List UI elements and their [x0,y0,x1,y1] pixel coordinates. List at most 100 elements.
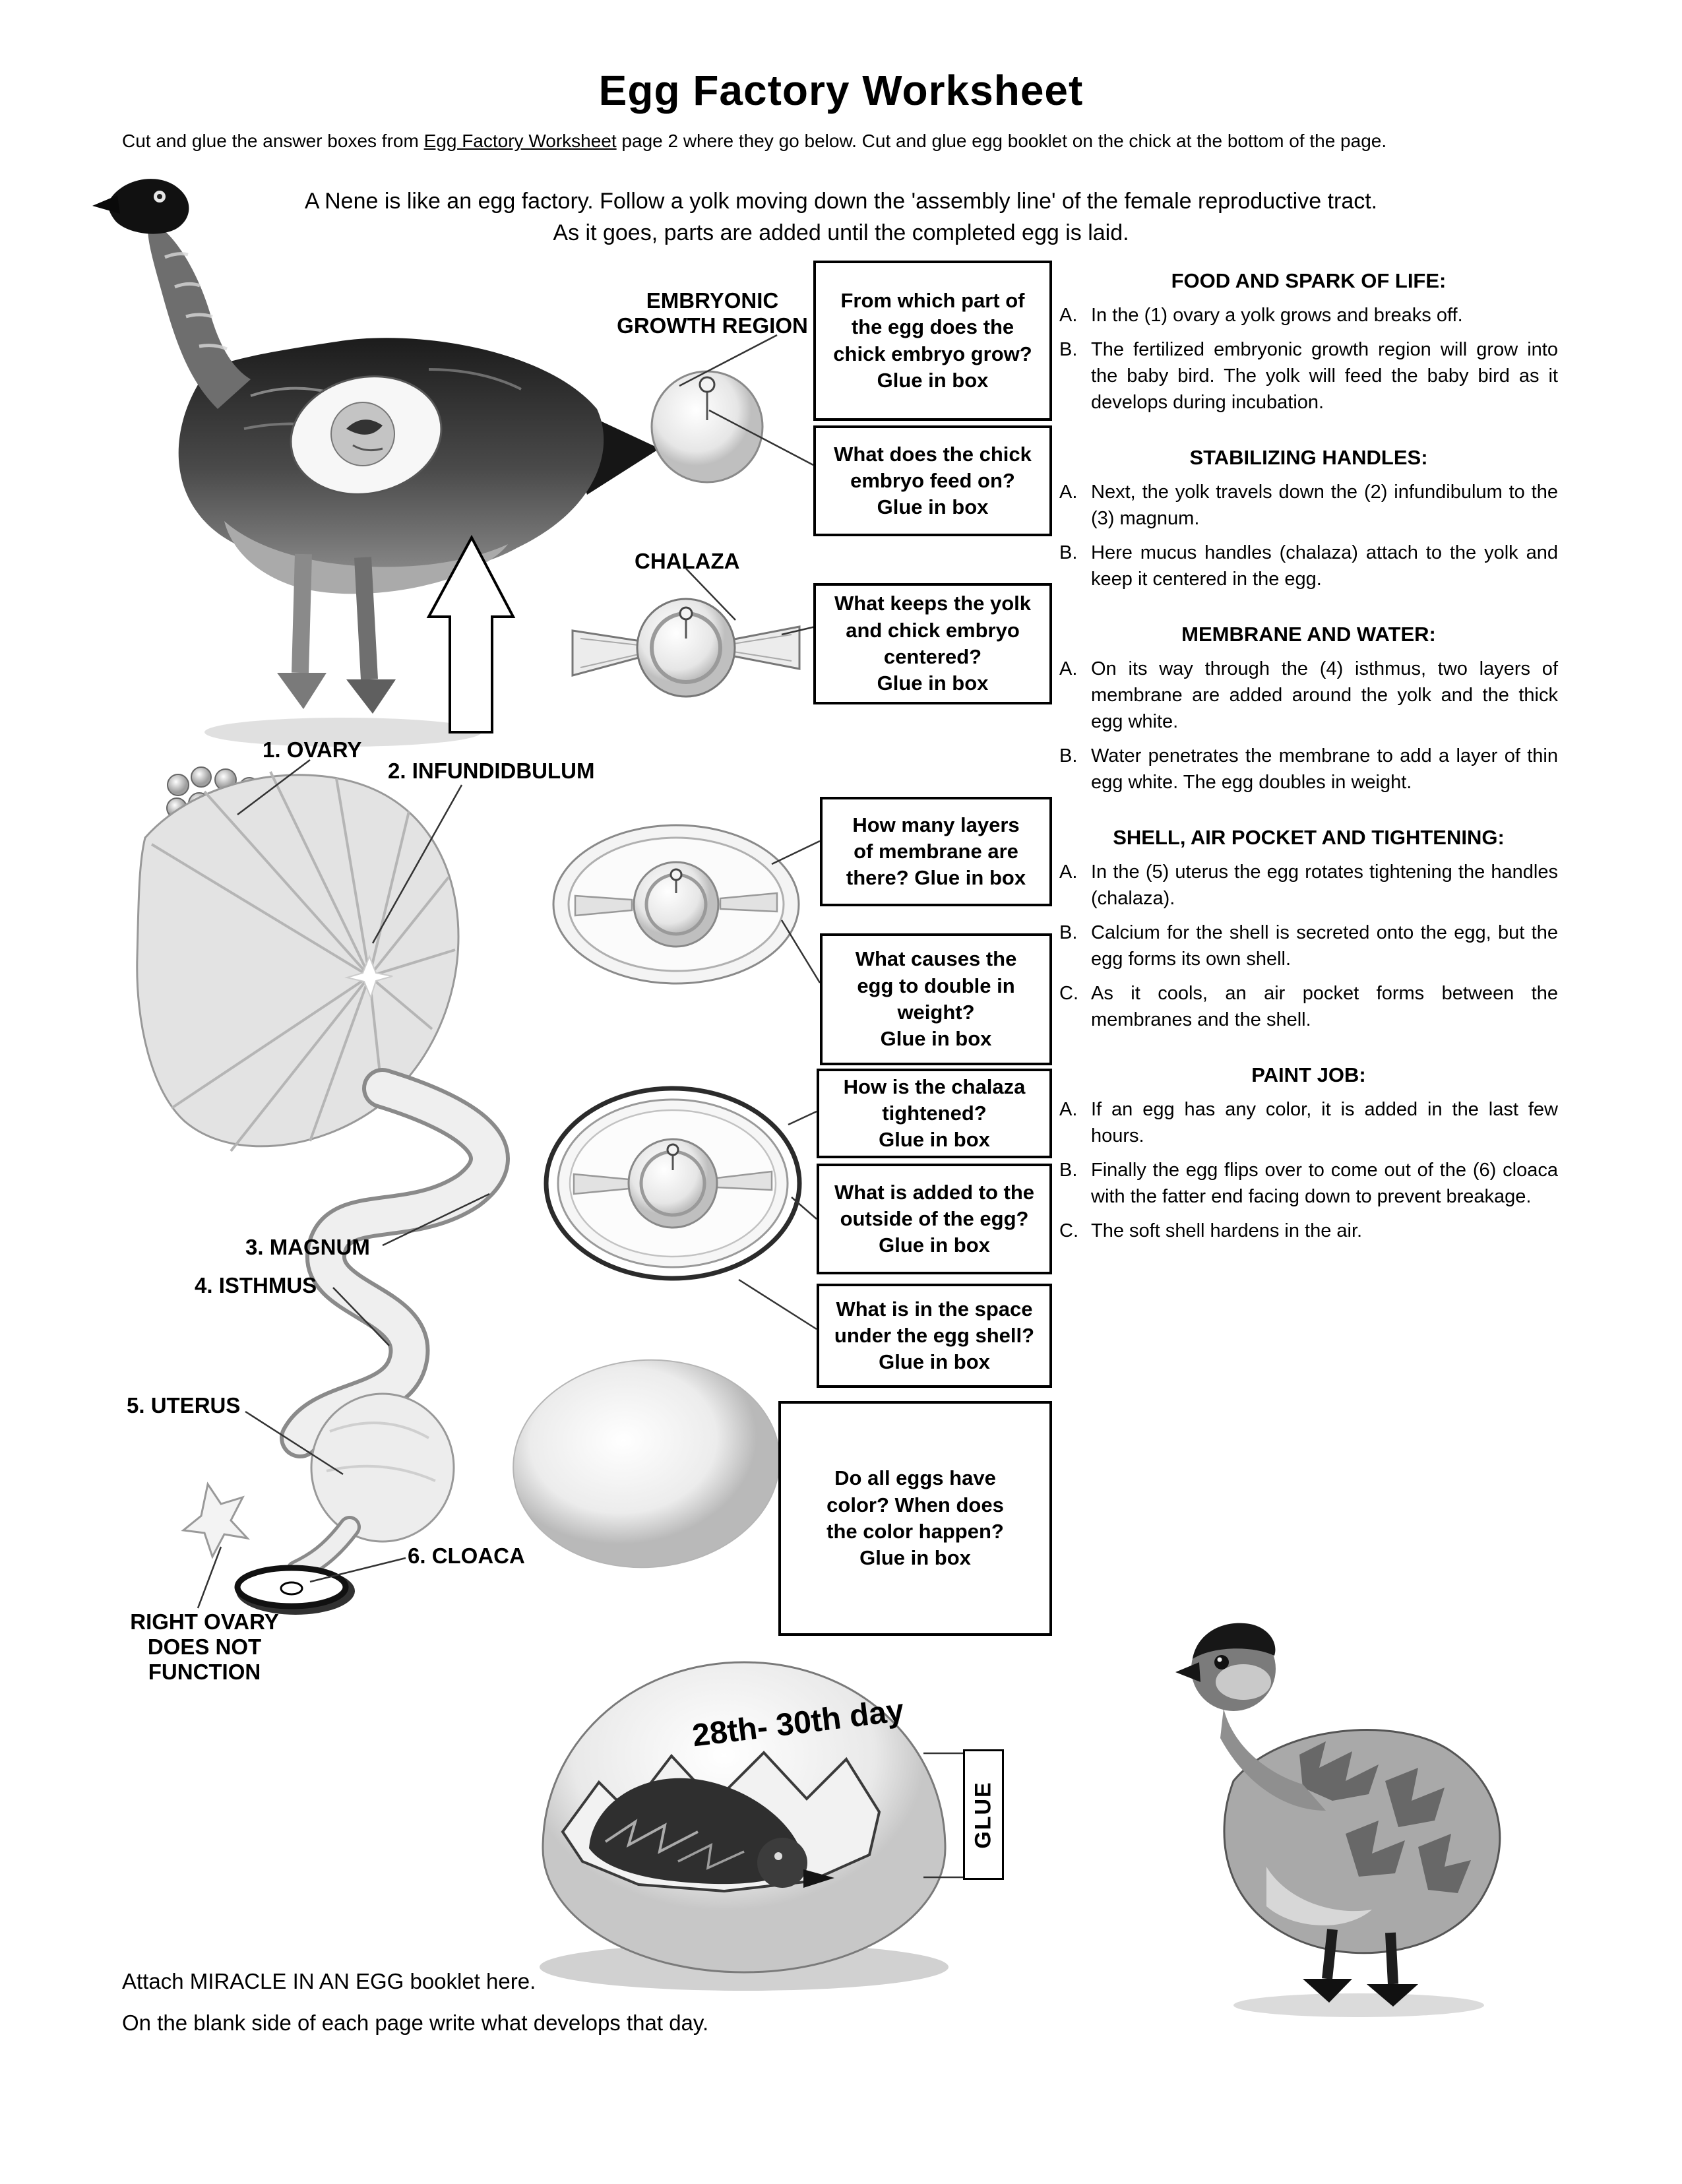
item-text: Calcium for the shell is secreted onto t… [1091,922,1558,970]
answer-box-text: What keeps the yolk and chick embryo cen… [834,592,1032,695]
section-food-and-spark: FOOD AND SPARK OF LIFE: A. In the (1) ov… [1059,269,1558,416]
cloaca-opening [280,1581,303,1596]
membrane-stage-illustration [552,824,800,985]
gosling-feather-mottling [1299,1741,1471,1893]
goose-shadow [204,718,482,747]
page-title: Egg Factory Worksheet [598,67,1084,114]
item-text: Finally the egg flips over to come out o… [1091,1160,1558,1208]
section-item: B. Finally the egg flips over to come ou… [1059,1157,1558,1210]
internal-embryo [346,420,383,435]
yolk-stage-illustration [650,370,764,484]
gosling-eye-highlight [1217,1657,1222,1662]
gosling-foot-left [1303,1979,1352,2003]
item-text: Next, the yolk travels down the (2) infu… [1091,482,1558,530]
item-text: In the (5) uterus the egg rotates tighte… [1091,861,1558,910]
up-arrow [426,534,516,733]
section-item: C. As it cools, an air pocket forms betw… [1059,980,1558,1033]
item-text: Water penetrates the membrane to add a l… [1091,745,1558,794]
label-cloaca: 6. CLOACA [408,1544,525,1568]
answer-box-egg-color: Do all eggs have color? When does the co… [778,1401,1052,1636]
section-stabilizing-handles: STABILIZING HANDLES: A. Next, the yolk t… [1059,446,1558,592]
section-paint-job: PAINT JOB: A. If an egg has any color, i… [1059,1063,1558,1244]
section-item: A. In the (5) uterus the egg rotates tig… [1059,859,1558,912]
goose-leg-right [354,557,378,680]
section-item: A. If an egg has any color, it is added … [1059,1096,1558,1149]
item-letter: C. [1059,983,1078,1005]
label-chalaza: CHALAZA [635,549,740,573]
goose-leg-left [292,553,312,673]
gosling-beak [1175,1662,1200,1682]
answer-box-text: What causes the egg to double in weight?… [855,947,1017,1051]
answer-box-text: What is added to the outside of the egg?… [834,1180,1035,1257]
embryonic-growth-region-dot [666,1143,679,1156]
item-text: In the (1) ovary a yolk grows and breaks… [1091,305,1463,326]
answer-box-outside-egg: What is added to the outside of the egg?… [817,1164,1052,1274]
item-letter: B. [1059,542,1078,564]
shell-stage-illustration [544,1086,802,1281]
section-membrane-and-water: MEMBRANE AND WATER: A. On its way throug… [1059,623,1558,796]
item-text: If an egg has any color, it is added in … [1091,1099,1558,1147]
gosling-leg-left [1322,1929,1338,1980]
glue-tab-label: GLUE [970,1780,996,1849]
section-item: A. Next, the yolk travels down the (2) i… [1059,479,1558,532]
chalaza-handles [571,625,801,677]
instructions-suffix: page 2 where they go below. Cut and glue… [616,131,1387,151]
answer-box-double-weight: What causes the egg to double in weight?… [820,933,1052,1065]
item-letter: A. [1059,482,1078,503]
item-letter: A. [1059,658,1078,680]
section-shell-air-pocket: SHELL, AIR POCKET AND TIGHTENING: A. In … [1059,826,1558,1033]
answer-box-text: How many layers of membrane are there? G… [846,813,1026,890]
instructions-prefix: Cut and glue the answer boxes from [122,131,424,151]
section-item: A. In the (1) ovary a yolk grows and bre… [1059,302,1558,328]
worksheet-link: Egg Factory Worksheet [423,131,617,151]
attach-instruction-2: On the blank side of each page write wha… [122,2011,709,2035]
item-text: On its way through the (4) isthmus, two … [1091,658,1558,733]
answer-box-membrane-layers: How many layers of membrane are there? G… [820,797,1052,906]
gosling-dark-crown [1193,1623,1276,1659]
embryonic-growth-region-dot [670,868,683,881]
section-item: B. Calcium for the shell is secreted ont… [1059,920,1558,972]
answer-box-text: What does the chick embryo feed on? Glue… [834,442,1032,519]
finished-egg-illustration [513,1359,780,1569]
section-item: B. The fertilized embryonic growth regio… [1059,336,1558,416]
goose-beak [92,195,120,214]
label-right-ovary: RIGHT OVARY DOES NOT FUNCTION [130,1609,279,1684]
item-letter: B. [1059,745,1078,767]
chalaza-striations [580,634,792,668]
intro-text: A Nene is like an egg factory. Follow a … [0,186,1682,249]
gosling-foot-right [1367,1984,1418,2007]
embryonic-growth-region-dot [679,606,693,621]
item-letter: C. [1059,1220,1078,1242]
gosling-cheek [1216,1664,1271,1700]
answer-box-under-shell: What is in the space under the egg shell… [817,1284,1052,1388]
goose-foot-left [277,673,327,709]
item-text: As it cools, an air pocket forms between… [1091,983,1558,1031]
gosling-leg-right [1385,1932,1398,1985]
section-item: A. On its way through the (4) isthmus, t… [1059,656,1558,735]
gosling-light-patch [1266,1867,1372,1925]
gosling-eye [1214,1655,1229,1669]
item-text: The soft shell hardens in the air. [1091,1220,1363,1242]
gosling-shadow [1233,1993,1484,2017]
infundibulum-opening [344,954,393,999]
chalaza-handles [574,892,778,917]
item-letter: B. [1059,1160,1078,1181]
item-letter: A. [1059,305,1078,326]
hatching-egg-illustration [540,1661,949,1991]
answer-box-yolk-centered: What keeps the yolk and chick embryo cen… [813,583,1052,704]
goose-pupil [157,194,162,199]
label-infundibulum: 2. INFUNDIDBULUM [388,759,595,783]
item-letter: B. [1059,922,1078,944]
glue-tab: GLUE [963,1749,1004,1880]
embryonic-growth-region-dot [699,376,716,393]
section-item: B. Water penetrates the membrane to add … [1059,743,1558,796]
label-uterus: 5. UTERUS [127,1393,241,1418]
label-embryonic-growth-region: EMBRYONIC GROWTH REGION [617,288,808,338]
answer-box-text: Do all eggs have color? When does the co… [826,1466,1004,1570]
answer-box-embryo-feed: What does the chick embryo feed on? Glue… [813,425,1052,536]
goose-foot-right [346,679,396,714]
magnum-tube [284,1072,506,1454]
item-letter: A. [1059,861,1078,883]
answer-box-text: How is the chalaza tightened? Glue in bo… [843,1075,1026,1152]
